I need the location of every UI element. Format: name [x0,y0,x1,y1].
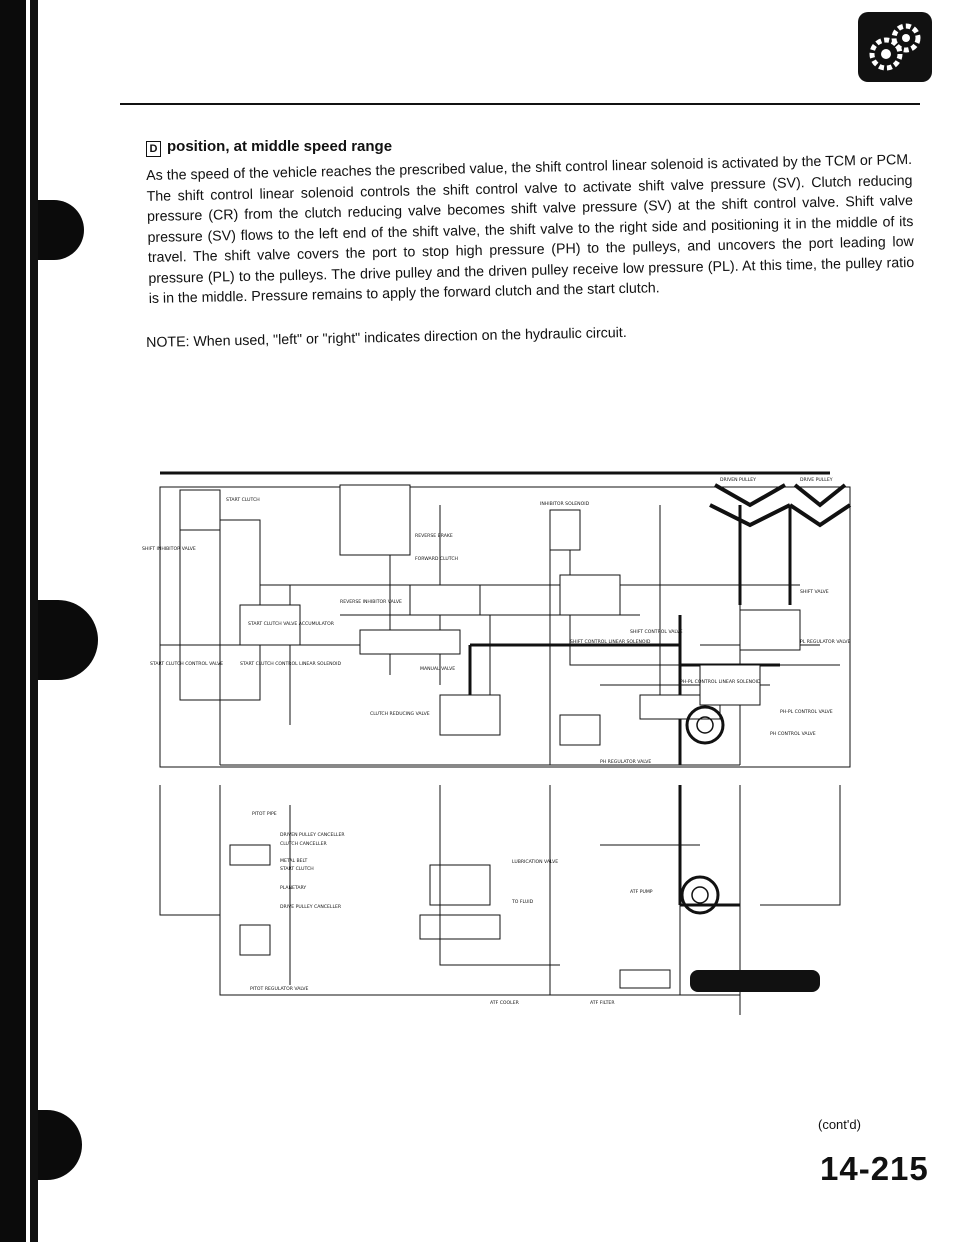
atf-pump-rotor [696,716,714,734]
label-reverse-brake: REVERSE BRAKE [415,533,453,539]
oil-pan [690,970,820,992]
diagram-labels: START CLUTCH SHIFT INHIBITOR VALVE REVER… [142,477,851,765]
header-rule [120,103,920,105]
range-symbol: D [146,141,161,157]
valve-bodies [179,484,801,746]
label-shift-valve: SHIFT VALVE [800,589,829,595]
label-lubrication-valve: LUBRICATION VALVE [512,859,558,865]
page-tab-lower [38,1110,82,1180]
label-inhibitor-solenoid: INHIBITOR SOLENOID [540,501,590,507]
label-shift-control-linear-solenoid: SHIFT CONTROL LINEAR SOLENOID [570,639,651,645]
label-shift-control-valve: SHIFT CONTROL VALVE [630,629,683,635]
continued-label: (cont'd) [818,1117,861,1132]
hydraulic-circuit-diagram-lower: PITOT PIPE DRIVEN PULLEY CANCELLER CLUTC… [159,785,841,1015]
label-ph-pl-control-valve: PH-PL CONTROL VALVE [780,709,833,715]
lower-pressure-lines [678,785,740,907]
atf-pump-lower-rotor [691,886,709,904]
label-drive-pulley: DRIVE PULLEY [800,477,833,483]
label-start-clutch-control-linear-solenoid: START CLUTCH CONTROL LINEAR SOLENOID [240,661,342,667]
label-ph-pl-control-linear-solenoid: PH-PL CONTROL LINEAR SOLENOID [680,679,761,685]
label-drive-pulley-canceller: DRIVE PULLEY CANCELLER [280,904,342,910]
label-start-clutch-lower: START CLUTCH [280,866,314,872]
label-clutch-reducing-valve: CLUTCH REDUCING VALVE [370,711,430,717]
label-ph-control-valve: PH CONTROL VALVE [770,731,816,737]
label-to-fluid: TO FLUID [511,899,534,905]
page-number: 14-215 [820,1150,929,1187]
label-ph-regulator-valve: PH REGULATOR VALVE [600,759,651,765]
binding-line [30,0,38,1242]
lower-diagram-labels: PITOT PIPE DRIVEN PULLEY CANCELLER CLUTC… [250,811,653,1006]
label-atf-cooler: ATF COOLER [490,1000,520,1006]
label-clutch-canceller: CLUTCH CANCELLER [280,841,327,847]
label-atf-filter: ATF FILTER [590,1000,615,1006]
description-paragraph: As the speed of the vehicle reaches the … [146,151,915,307]
binding-strip [0,0,26,1242]
heading-title: position, at middle speed range [167,138,393,155]
hydraulic-circuit-diagram: START CLUTCH SHIFT INHIBITOR VALVE REVER… [142,471,852,768]
label-start-clutch-control-valve: START CLUTCH CONTROL VALVE [150,661,223,667]
label-pitot-regulator-valve: PITOT REGULATOR VALVE [250,986,309,992]
transmission-section-icon [858,12,932,82]
label-planetary: PLANETARY [280,885,306,891]
direction-note: NOTE: When used, "left" or "right" indic… [146,324,627,351]
label-pl-regulator-valve: PL REGULATOR VALVE [800,639,851,645]
label-pitot-pipe: PITOT PIPE [252,811,277,817]
label-start-clutch-valve-accumulator: START CLUTCH VALVE ACCUMULATOR [248,621,335,627]
label-driven-pulley: DRIVEN PULLEY [720,477,756,483]
atf-pump-symbol [685,705,725,745]
atf-pump-lower [680,875,720,915]
page-tab-middle [38,600,98,680]
label-manual-valve: MANUAL VALVE [420,666,455,672]
label-reverse-inhibitor-valve: REVERSE INHIBITOR VALVE [340,599,402,605]
label-shift-inhibitor-valve: SHIFT INHIBITOR VALVE [142,546,196,552]
label-metal-belt: METAL BELT [280,858,307,864]
label-start-clutch: START CLUTCH [226,497,260,503]
label-forward-clutch: FORWARD CLUTCH [415,556,458,562]
label-atf-pump: ATF PUMP [630,889,653,895]
page-tab-upper [38,200,84,260]
pulleys [709,483,852,528]
label-driven-pulley-canceller: DRIVEN PULLEY CANCELLER [280,832,345,838]
